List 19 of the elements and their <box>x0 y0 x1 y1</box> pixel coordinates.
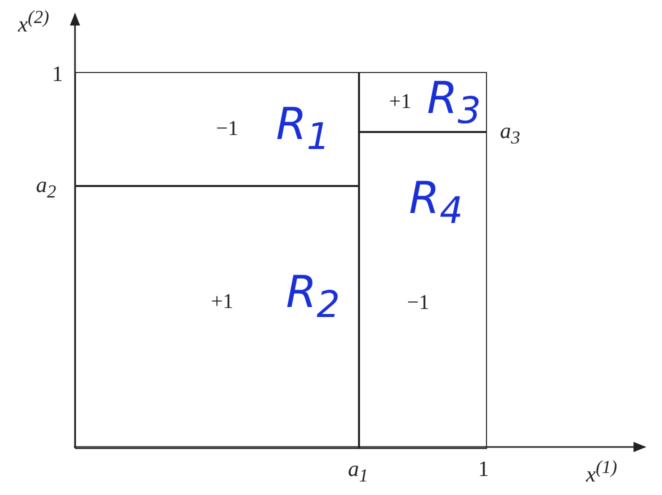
class-label: +1 <box>389 91 412 112</box>
class-label: −1 <box>216 118 238 139</box>
region-box <box>358 131 487 449</box>
region-label: R$_{3}$ <box>427 77 481 130</box>
tick-label: 1 <box>52 63 63 85</box>
tick-label: a$_{3}$ <box>500 120 520 147</box>
axis-label: x$^{(2)}$ <box>18 8 50 36</box>
region-box <box>358 72 487 133</box>
tick-label: a$_{2}$ <box>36 174 56 201</box>
region-label: R$_{1}$ <box>276 103 330 156</box>
region-box <box>75 72 360 187</box>
tick-label: a$_{1}$ <box>348 458 368 485</box>
region-box <box>75 185 360 449</box>
class-label: −1 <box>407 292 430 313</box>
tick-label: 1 <box>478 458 489 480</box>
region-label: R$_{4}$ <box>409 177 463 230</box>
class-label: +1 <box>211 291 234 312</box>
region-label: R$_{2}$ <box>286 271 340 324</box>
axis-label: x$^{(1)}$ <box>586 458 618 486</box>
